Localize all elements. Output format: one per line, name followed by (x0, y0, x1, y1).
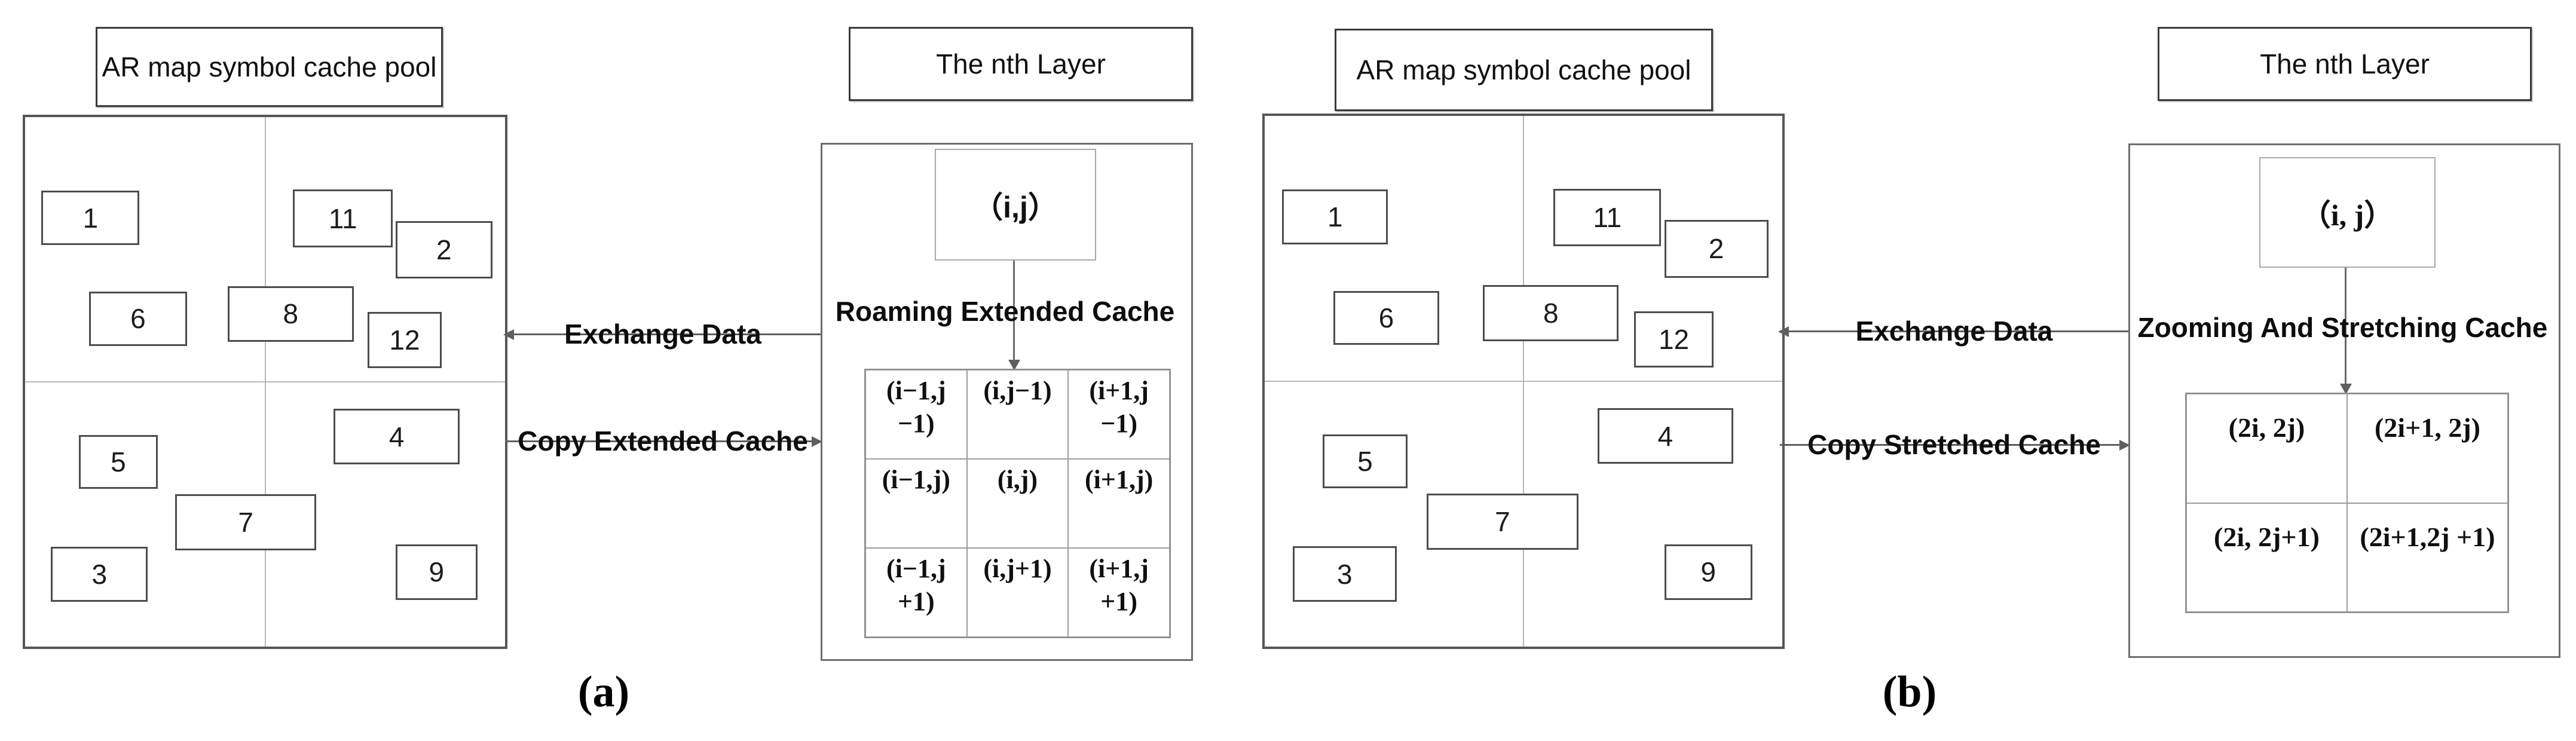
grid-cell: (2i, 2j) (2186, 394, 2347, 503)
cache-tile: 11 (293, 189, 393, 247)
layer-title-b: The nth Layer (2158, 27, 2532, 101)
tile-to-grid-connector (1008, 258, 1020, 370)
grid-cell: (i+1,j +1) (1068, 548, 1170, 637)
cache-tile: 6 (88, 292, 187, 346)
cache-strategy-label-a: Roaming Extended Cache (835, 296, 1175, 327)
grid-cell: (i,j−1) (966, 370, 1069, 459)
copy-cache-label: Copy Extended Cache (518, 425, 808, 457)
copy-cache-arrow (505, 436, 822, 447)
cache-tile: 1 (1282, 189, 1388, 244)
grid-cell: (i,j) (966, 459, 1069, 548)
cache-tile: 7 (1427, 494, 1578, 550)
grid-cell: (i−1,j −1) (865, 370, 967, 459)
exchange-data-label: Exchange Data (1855, 316, 2053, 347)
stretched-cache-grid: (2i, 2j) (2i+1, 2j) (2i, 2j+1) (2i+1,2j … (2185, 393, 2509, 613)
tile-to-grid-connector (2339, 265, 2352, 394)
cache-tile: 8 (1483, 285, 1619, 342)
grid-cell: (i+1,j −1) (1068, 370, 1170, 459)
exchange-data-arrow (1778, 326, 2128, 337)
cache-tile: 9 (395, 544, 478, 600)
cache-tile: 6 (1333, 291, 1439, 345)
cache-pool-b: 1 11 2 6 8 12 5 4 7 3 9 (1262, 114, 1785, 649)
pool-horizontal-divider (1265, 381, 1782, 382)
cache-tile: 3 (1292, 546, 1397, 602)
grid-cell: (2i+1, 2j) (2347, 394, 2508, 503)
cache-tile: 8 (227, 286, 354, 342)
cache-pool-a: 1 11 2 6 8 12 5 4 7 3 9 (23, 115, 507, 649)
cache-tile: 5 (78, 434, 158, 489)
grid-cell: (i+1,j) (1068, 459, 1170, 548)
cache-tile: 12 (368, 312, 442, 368)
grid-cell: (i−1,j) (865, 459, 967, 548)
exchange-data-arrow (503, 329, 821, 340)
cache-tile: 3 (51, 546, 148, 602)
cache-tile: 2 (395, 221, 492, 278)
arrowhead-down-icon (2339, 384, 2352, 394)
arrowhead-right-icon (812, 436, 822, 447)
cache-tile: 5 (1322, 434, 1408, 489)
pool-title-a: AR map symbol cache pool (96, 27, 443, 107)
subfigure-caption-a: (a) (577, 667, 630, 716)
grid-cell: (2i+1,2j +1) (2347, 503, 2508, 612)
grid-cell: (i−1,j +1) (865, 548, 967, 637)
current-tile-a: （i,j） (935, 149, 1096, 261)
copy-cache-arrow (1780, 439, 2130, 451)
current-tile-b: （i, j） (2259, 157, 2436, 268)
copy-cache-label: Copy Stretched Cache (1807, 429, 2101, 460)
cache-tile: 11 (1553, 188, 1662, 247)
cache-tile: 2 (1664, 220, 1769, 278)
cache-tile: 4 (334, 409, 460, 464)
pool-horizontal-divider (25, 381, 505, 382)
layer-title-a: The nth Layer (849, 27, 1193, 101)
exchange-data-label: Exchange Data (564, 319, 761, 350)
cache-tile: 7 (175, 494, 316, 550)
cache-tile: 1 (41, 191, 140, 246)
cache-tile: 9 (1664, 544, 1752, 600)
arrowhead-left-icon (503, 329, 514, 340)
arrowhead-right-icon (2119, 439, 2130, 451)
subfigure-caption-b: (b) (1882, 667, 1937, 716)
cache-tile: 12 (1634, 311, 1714, 368)
arrowhead-down-icon (1008, 360, 1020, 370)
cache-tile: 4 (1597, 408, 1733, 464)
grid-cell: (2i, 2j+1) (2186, 503, 2347, 612)
grid-cell: (i,j+1) (966, 548, 1069, 637)
cache-strategy-label-b: Zooming And Stretching Cache (2137, 312, 2548, 343)
extended-cache-grid: (i−1,j −1) (i,j−1) (i+1,j −1) (i−1,j) (i… (864, 369, 1171, 638)
arrowhead-left-icon (1778, 326, 1789, 337)
pool-title-b: AR map symbol cache pool (1335, 29, 1713, 111)
